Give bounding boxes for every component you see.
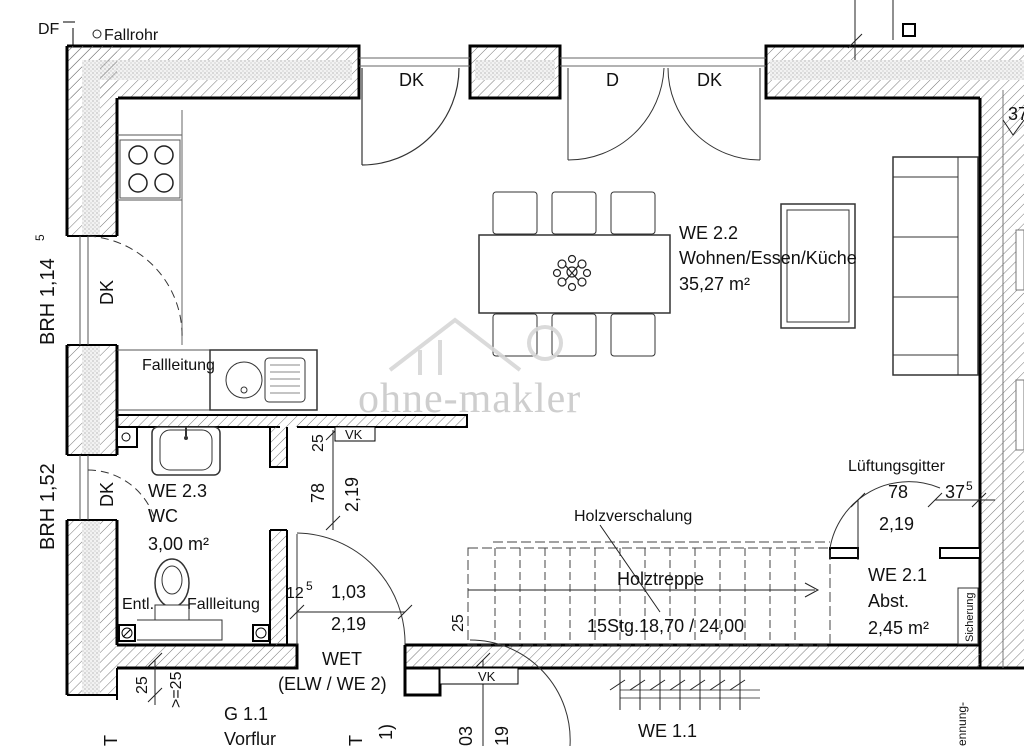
door-swings <box>87 67 941 746</box>
room-wc-area: 3,00 m² <box>148 534 209 554</box>
holzverschalung-label: Holzverschalung <box>574 508 692 525</box>
dim-375-sup: 5 <box>966 479 973 493</box>
room-wc-name: WC <box>148 506 178 526</box>
room-wc-id: WE 2.3 <box>148 481 207 501</box>
dim-25-b: 25 <box>450 614 467 632</box>
brh-upper-sup: 5 <box>33 234 47 241</box>
window-dk-left-upper: DK <box>97 280 117 305</box>
sicherung-label: Sicherung <box>964 592 976 642</box>
dim-219-c: 2,19 <box>879 514 914 534</box>
kitchen-counter <box>117 110 318 411</box>
room-wohnen-area: 35,27 m² <box>679 274 750 294</box>
dim-25-a: 25 <box>310 434 327 452</box>
wc-fixtures <box>118 426 270 642</box>
room-we11-id: WE 1.1 <box>638 721 697 741</box>
dim-78-b: 78 <box>888 482 908 502</box>
dining-table <box>478 191 671 357</box>
vk-upper: VK <box>345 427 363 442</box>
dim-1: 1) <box>376 724 396 740</box>
bottom-wall <box>67 643 1000 700</box>
labels: DF Fallrohr DK D DK DK DK BRH 1,14 5 BRH… <box>33 21 1024 746</box>
vk-lower: VK <box>478 669 496 684</box>
brh-upper-text: BRH 1,14 <box>37 258 59 345</box>
dim-375: 37 <box>945 482 965 502</box>
room-abst-area: 2,45 m² <box>868 618 929 638</box>
room-vorflur-name: Vorflur <box>224 729 276 746</box>
room-abst-id: WE 2.1 <box>868 565 927 585</box>
dimension-lines <box>63 0 1024 746</box>
sofa <box>780 156 979 376</box>
dim-125-sup: 5 <box>306 579 313 593</box>
window-dk-left-lower: DK <box>97 482 117 507</box>
dim-t-left: T <box>101 735 121 746</box>
stove-burner <box>154 145 174 165</box>
dim-219-a: 2,19 <box>342 477 362 512</box>
dim-125: 12 <box>286 585 304 602</box>
lueftungsgitter-label: Lüftungsgitter <box>848 458 946 475</box>
coffee-table <box>780 203 856 329</box>
stove-burner <box>128 173 148 193</box>
window-d: D <box>606 70 619 90</box>
sink <box>209 349 318 411</box>
stove-burner <box>128 145 148 165</box>
room-vorflur-id: G 1.1 <box>224 704 268 724</box>
fallleitung-lower: Fallleitung <box>187 596 260 613</box>
dim-78-a: 78 <box>308 483 328 503</box>
stairs-spec: 15Stg.18,70 / 24,00 <box>587 616 744 636</box>
watermark-text: ohne-makler <box>358 376 581 422</box>
flower-icon <box>552 254 592 292</box>
window-dk-2: DK <box>697 70 722 90</box>
holztreppe-label: Holztreppe <box>617 569 704 589</box>
window-dk-1: DK <box>399 70 424 90</box>
fallrohr-label: Fallrohr <box>104 27 159 44</box>
left-wall <box>65 46 119 695</box>
fallleitung-upper: Fallleitung <box>142 357 215 374</box>
dim-t-mid: T <box>346 735 366 746</box>
walls <box>65 44 1024 700</box>
stove-burner <box>154 173 174 193</box>
brh-upper: BRH 1,14 5 <box>33 234 59 345</box>
dim-25-c: 25 <box>134 676 151 694</box>
watermark: ohne-makler <box>358 317 581 422</box>
entl-label: Entl. <box>122 596 154 613</box>
dim-25-d: >=25 <box>168 671 185 708</box>
room-wet-id: WET <box>322 649 362 669</box>
df-label: DF <box>38 21 60 38</box>
room-wohnen-name: Wohnen/Essen/Küche <box>679 248 857 268</box>
brh-lower: BRH 1,52 <box>37 463 59 550</box>
ennung-label: ennung- <box>955 702 969 746</box>
right-wall <box>978 90 1024 670</box>
top-wall <box>67 44 1024 100</box>
dim-03: 03 <box>456 726 476 746</box>
dim-19: 19 <box>492 726 512 746</box>
room-wet-name: (ELW / WE 2) <box>278 674 387 694</box>
dim-37: 37 <box>1008 104 1024 124</box>
room-abst-name: Abst. <box>868 591 909 611</box>
interior-walls <box>116 414 981 645</box>
dim-219-b: 2,19 <box>331 614 366 634</box>
dim-103: 1,03 <box>331 582 366 602</box>
staircase <box>467 524 831 710</box>
room-wohnen-id: WE 2.2 <box>679 223 738 243</box>
